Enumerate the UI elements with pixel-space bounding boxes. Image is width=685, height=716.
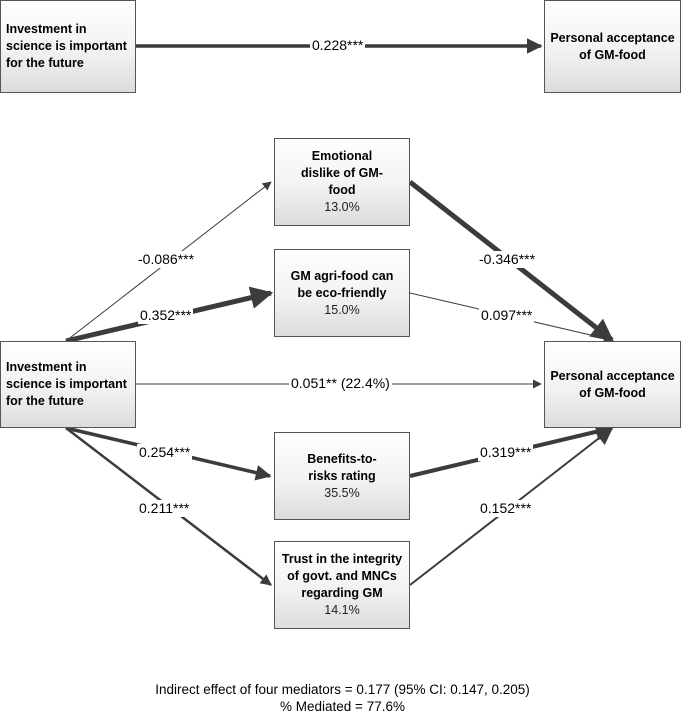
path-label-a1: -0.086*** bbox=[136, 251, 197, 268]
mediator-name: Benefits-to-risks rating bbox=[307, 451, 377, 483]
mediator-percent: 15.0% bbox=[324, 302, 360, 317]
path-label-b4: 0.152*** bbox=[478, 500, 534, 517]
direct-effect-label: 0.051** (22.4%) bbox=[289, 375, 392, 392]
path-label-a2: 0.352*** bbox=[138, 307, 194, 324]
mediator-box-benefits-risks: Benefits-to-risks rating 35.5% bbox=[274, 432, 410, 520]
outcome-box-bottom: Personal acceptance of GM-food bbox=[544, 341, 681, 428]
mediator-box-emotional-dislike: Emotional dislike of GM-food 13.0% bbox=[274, 138, 410, 226]
outcome-label-bottom: Personal acceptance of GM-food bbox=[550, 368, 675, 400]
mediator-name: Trust in the integrity of govt. and MNCs… bbox=[281, 552, 403, 600]
percent-mediated-note: % Mediated = 77.6% bbox=[280, 699, 405, 714]
mediator-box-eco-friendly: GM agri-food can be eco-friendly 15.0% bbox=[274, 249, 410, 337]
path-label-a4: 0.211*** bbox=[137, 500, 192, 517]
predictor-label-top: Investment in science is important for t… bbox=[6, 22, 127, 70]
mediator-percent: 35.5% bbox=[324, 485, 360, 500]
predictor-box-bottom: Investment in science is important for t… bbox=[0, 341, 136, 428]
path-label-b3: 0.319*** bbox=[478, 444, 534, 461]
mediator-box-trust: Trust in the integrity of govt. and MNCs… bbox=[274, 541, 410, 629]
outcome-box-top: Personal acceptance of GM-food bbox=[544, 0, 681, 93]
predictor-box-top: Investment in science is important for t… bbox=[0, 0, 136, 93]
predictor-label-bottom: Investment in science is important for t… bbox=[6, 360, 127, 408]
path-label-b1: -0.346*** bbox=[477, 251, 538, 268]
outcome-label-top: Personal acceptance of GM-food bbox=[550, 30, 675, 62]
mediator-name: Emotional dislike of GM-food bbox=[301, 149, 383, 197]
path-label-b2: 0.097*** bbox=[479, 307, 535, 324]
mediator-percent: 13.0% bbox=[324, 200, 360, 214]
indirect-effect-note: Indirect effect of four mediators = 0.17… bbox=[155, 682, 530, 697]
total-effect-label: 0.228*** bbox=[310, 37, 366, 54]
mediator-percent: 14.1% bbox=[324, 603, 360, 617]
path-label-a3: 0.254*** bbox=[137, 444, 193, 461]
mediator-name: GM agri-food can be eco-friendly bbox=[290, 268, 394, 300]
